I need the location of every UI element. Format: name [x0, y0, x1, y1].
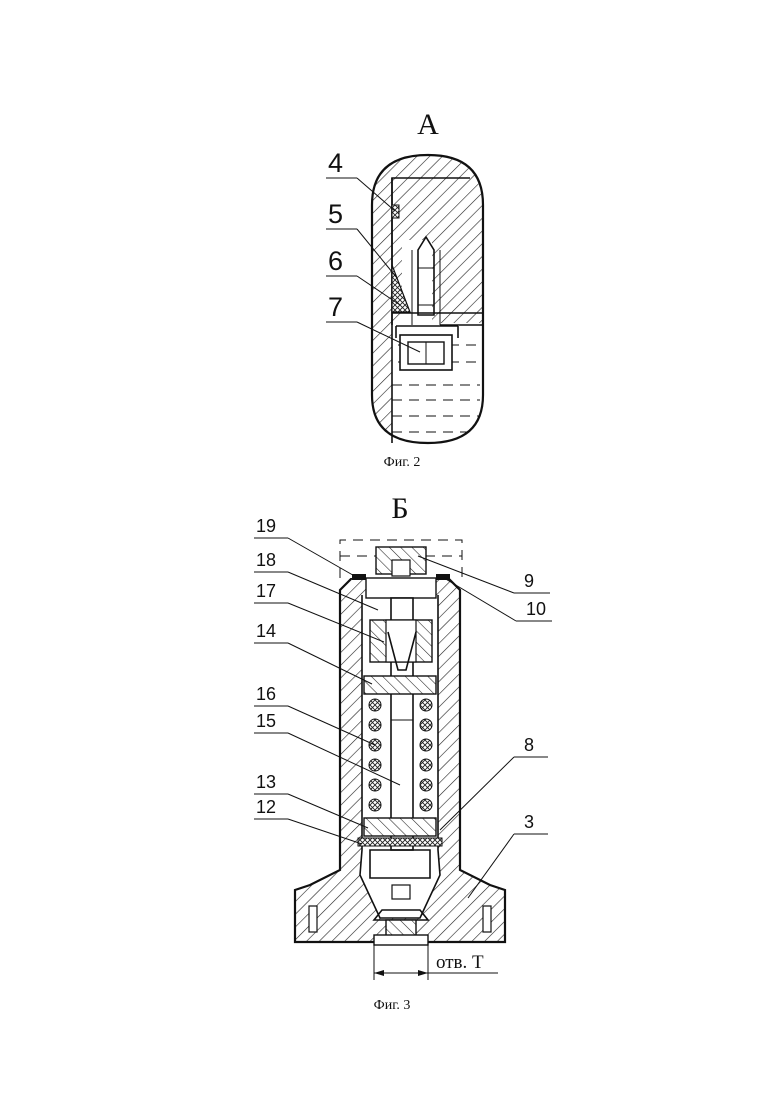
figure-b-view-letter: Б	[391, 492, 408, 525]
svg-text:10: 10	[526, 599, 546, 619]
svg-text:19: 19	[256, 516, 276, 536]
svg-text:8: 8	[524, 735, 534, 755]
figure-a: А	[326, 108, 490, 470]
svg-text:5: 5	[328, 199, 343, 229]
svg-text:6: 6	[328, 246, 343, 276]
svg-text:14: 14	[256, 621, 276, 641]
svg-text:9: 9	[524, 571, 534, 591]
figure-b-dimension-label: отв. Т	[436, 952, 484, 973]
figure-a-section-drawing	[370, 150, 490, 450]
svg-text:17: 17	[256, 581, 276, 601]
svg-text:18: 18	[256, 550, 276, 570]
svg-text:12: 12	[256, 797, 276, 817]
figure-b-section-drawing	[295, 538, 505, 980]
svg-text:3: 3	[524, 812, 534, 832]
figure-a-caption: Фиг. 2	[384, 455, 421, 470]
figure-a-view-letter: А	[417, 108, 439, 141]
svg-text:7: 7	[328, 292, 343, 322]
svg-text:15: 15	[256, 711, 276, 731]
svg-text:16: 16	[256, 684, 276, 704]
figure-b: Б	[254, 492, 552, 1013]
svg-text:4: 4	[328, 148, 343, 178]
svg-text:13: 13	[256, 772, 276, 792]
figure-b-caption: Фиг. 3	[374, 998, 411, 1013]
